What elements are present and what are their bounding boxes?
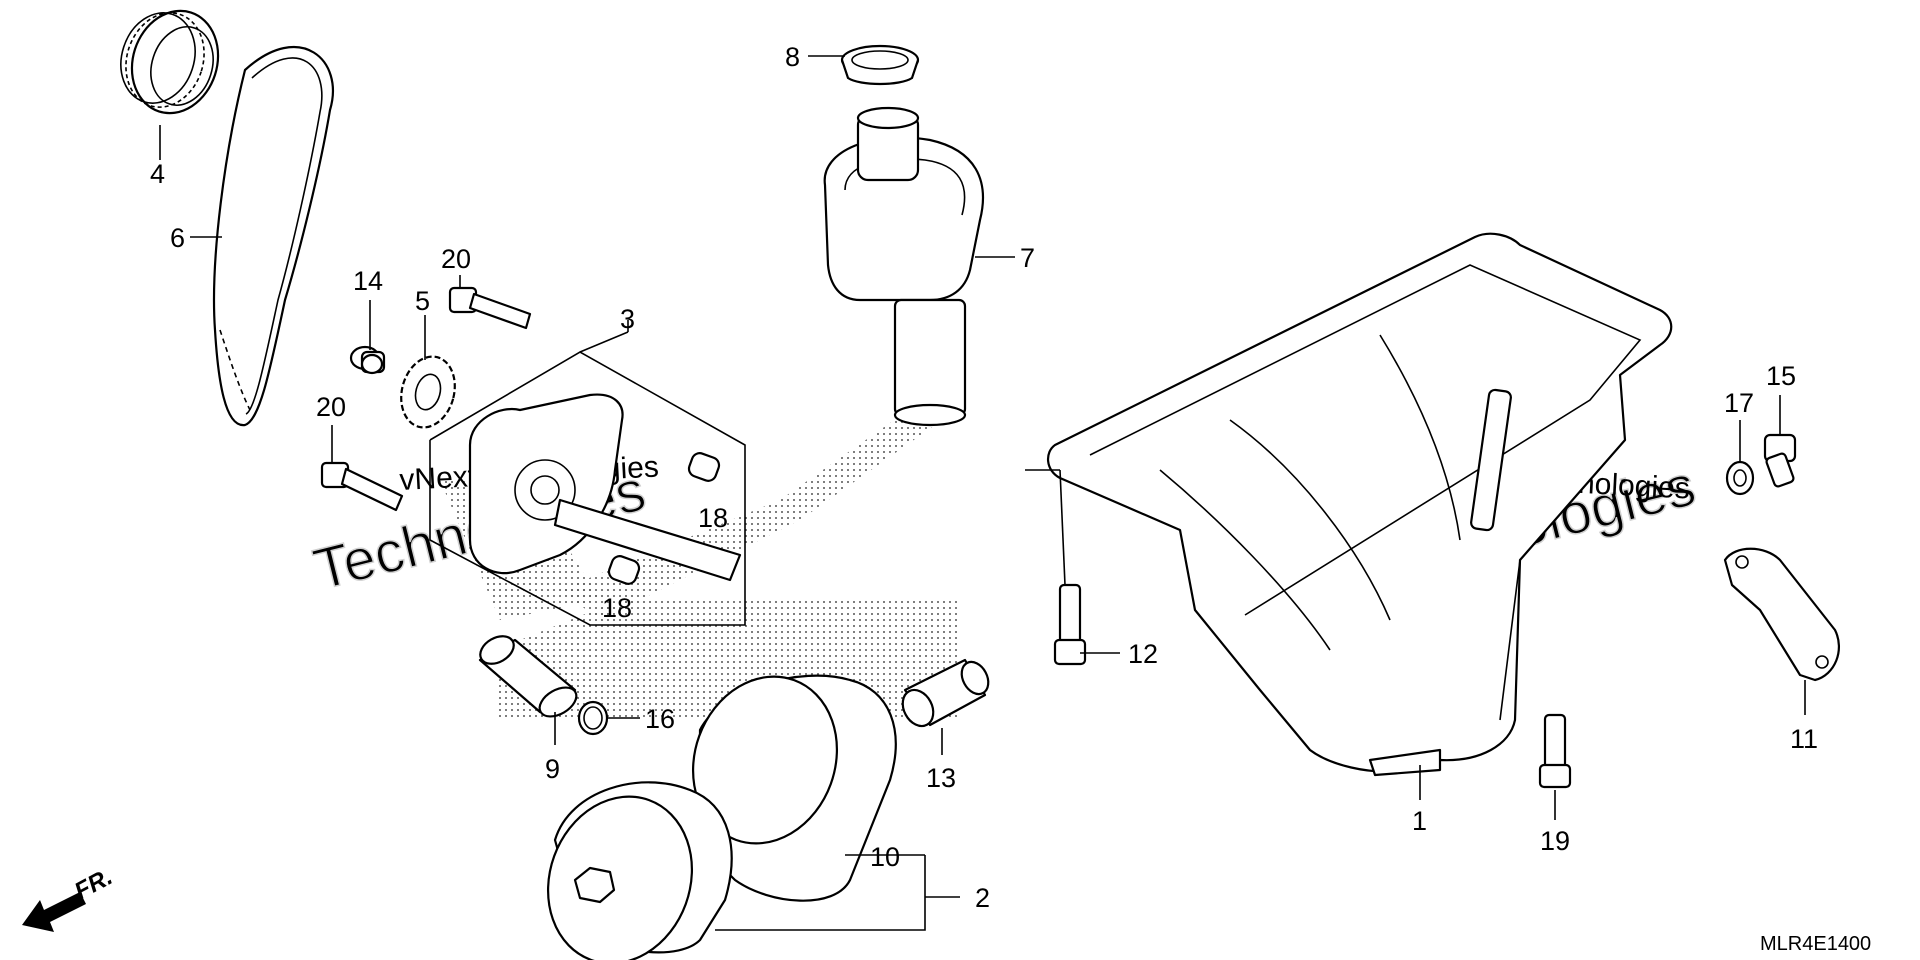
part-20-bolt-lower [320,461,404,512]
part-2-oil-filter [546,781,733,960]
part-20-bolt-upper [448,286,532,330]
callout-5: 5 [415,286,430,316]
callout-13: 13 [926,763,956,793]
part-6-cam-chain [212,46,334,427]
part-5-oil-pump-sprocket [400,355,456,429]
part-1-oil-pan [1047,232,1673,777]
callout-18-lower: 18 [602,593,632,623]
callout-16: 16 [645,704,675,734]
part-8-seal [840,44,920,86]
callout-6: 6 [170,223,185,253]
part-9-relief-valve [478,635,578,718]
callout-11: 11 [1790,724,1818,754]
part-15-bolt [1763,433,1797,488]
part-3-oil-pump [429,331,746,626]
part-19-bolt [1538,713,1572,789]
part-7-oil-strainer [823,106,985,427]
diagram-code: MLR4E1400 [1760,933,1871,955]
callout-12: 12 [1128,639,1158,669]
callout-20-upper: 20 [441,244,471,274]
callout-4: 4 [150,159,165,189]
callout-20-lower: 20 [316,392,346,422]
callout-7: 7 [1020,243,1035,273]
callout-18-upper: 18 [698,503,728,533]
part-11-bracket [1723,547,1840,682]
part-17-washer [1725,460,1755,496]
callout-9: 9 [545,754,560,784]
front-arrow-icon [22,892,86,932]
part-13-oil-filter-bolt [901,658,990,728]
part-14-bolt [349,345,386,375]
callout-2: 2 [975,883,990,913]
callout-15: 15 [1766,361,1796,391]
callout-8: 8 [785,42,800,72]
front-direction-arrow: FR. [22,863,117,932]
callout-3: 3 [620,304,635,334]
leader-lines [159,55,1806,931]
part-16-o-ring [577,700,609,736]
callout-17: 17 [1724,388,1754,418]
callouts: 4 6 14 5 20 20 3 8 7 18 18 9 16 13 10 2 … [150,42,1818,913]
part-12-bolt [1053,583,1087,666]
callout-19: 19 [1540,826,1570,856]
callout-10: 10 [870,842,900,872]
part-10-oil-filter [691,674,897,902]
callout-14: 14 [353,266,383,296]
part-4-cam-chain-sprocket [120,9,220,115]
callout-1: 1 [1412,806,1427,836]
